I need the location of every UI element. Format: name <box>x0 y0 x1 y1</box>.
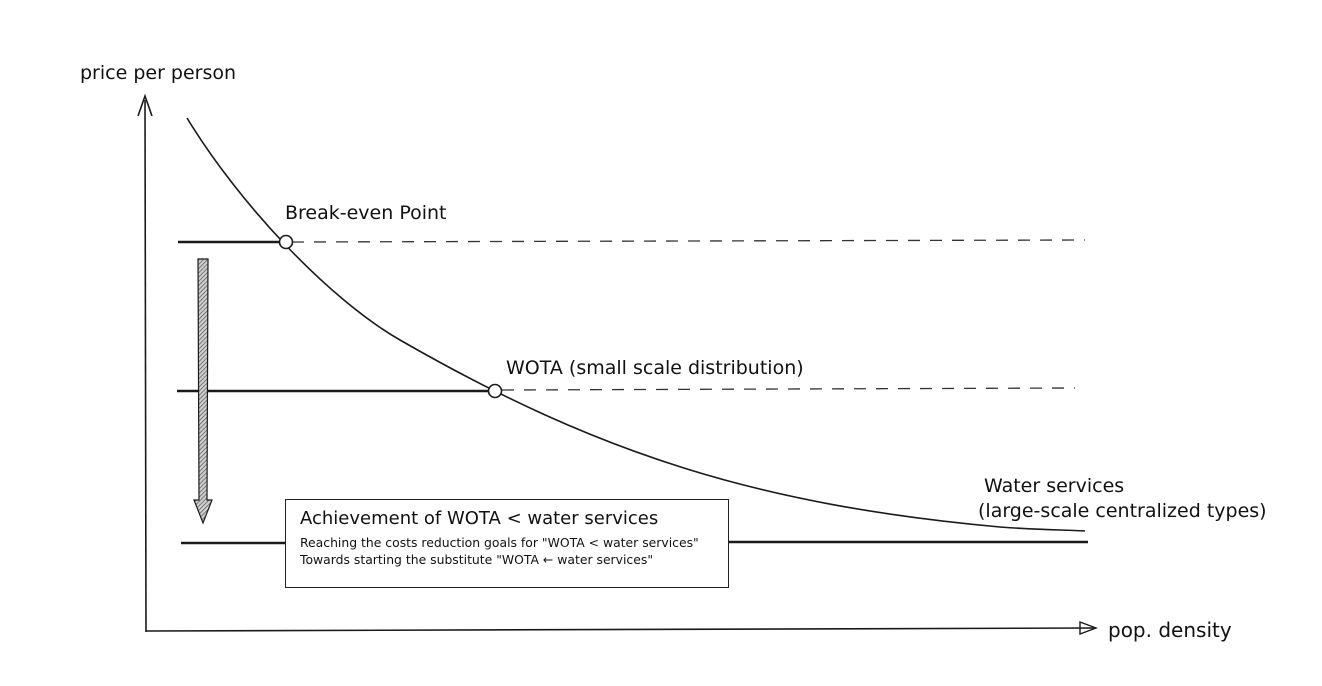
note-line-1: Reaching the costs reduction goals for "… <box>300 535 699 550</box>
break-even-point-label: Break-even Point <box>285 202 447 224</box>
break-even-dashed-line <box>291 239 1086 243</box>
note-title: Achievement of WOTA < water services <box>300 508 659 529</box>
achievement-note-box: Achievement of WOTA < water services Rea… <box>285 499 729 588</box>
x-axis <box>145 620 1098 636</box>
water-services-label: Water services (large-scale centralized … <box>978 474 1267 524</box>
cost-reduction-arrow <box>193 258 213 525</box>
wota-point-label: WOTA (small scale distribution) <box>506 357 804 379</box>
wota-dashed-line <box>501 387 1076 391</box>
water-services-label-line2: (large-scale centralized types) <box>978 500 1267 522</box>
note-line-2: Towards starting the substitute "WOTA ← … <box>300 552 654 567</box>
y-axis-label: price per person <box>80 62 237 84</box>
x-axis-label: pop. density <box>1108 618 1232 642</box>
water-services-label-line1: Water services <box>984 475 1125 497</box>
break-even-point-marker <box>278 234 294 250</box>
y-axis <box>137 93 153 633</box>
cost-curve <box>186 117 1086 532</box>
wota-point-marker <box>487 383 503 399</box>
